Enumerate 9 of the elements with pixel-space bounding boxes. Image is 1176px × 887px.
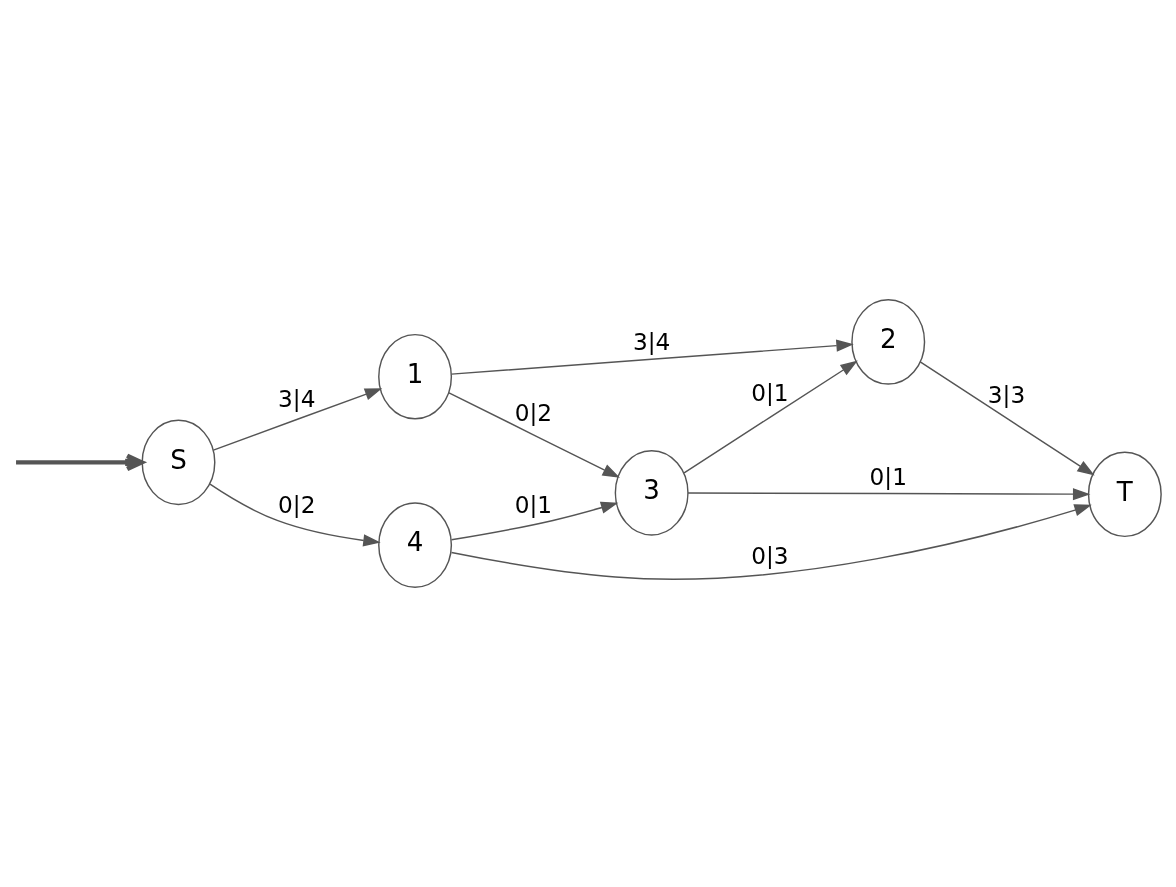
edge-label: 3|3: [987, 380, 1026, 408]
edge-label: 0|2: [514, 399, 553, 427]
edge-label: 3|4: [632, 328, 671, 356]
edge-label: 0|1: [514, 490, 553, 518]
edge-label: 0|2: [278, 490, 316, 518]
edge-label: 0|1: [751, 379, 789, 407]
edge-label: 3|4: [278, 384, 316, 412]
edge-label: 0|1: [869, 463, 907, 491]
edge-label: 0|3: [751, 541, 789, 569]
